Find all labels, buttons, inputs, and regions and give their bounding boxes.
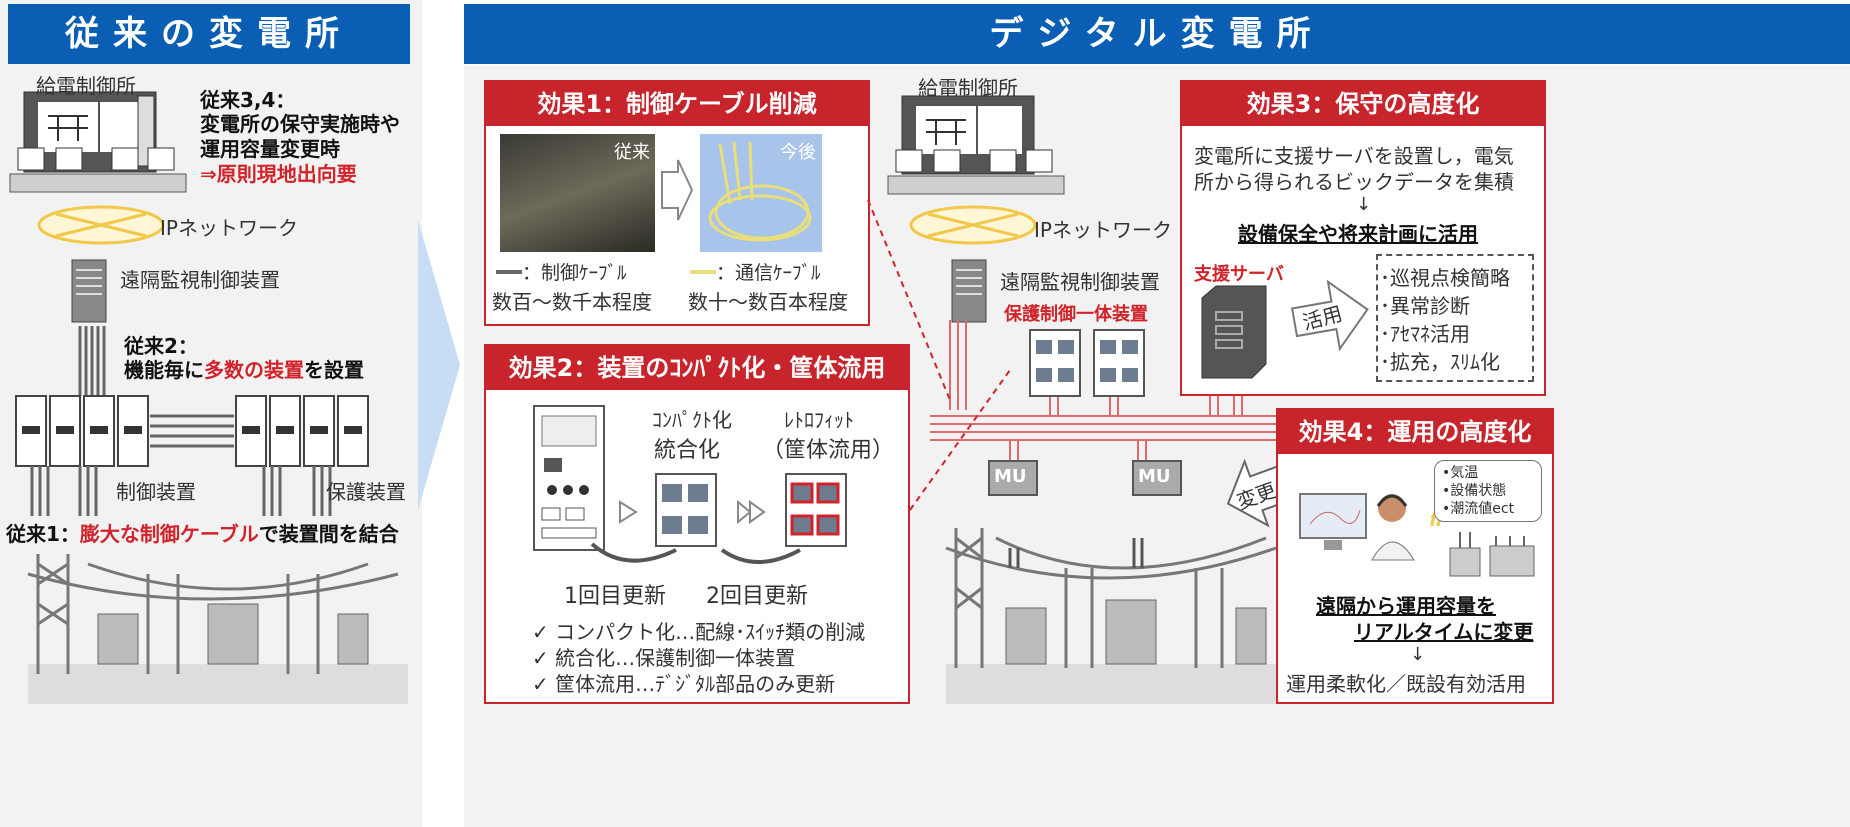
left-panel-title: 従来の変電所 — [8, 4, 410, 64]
effect4-bubble-item-2: •潮流値ect — [1442, 501, 1515, 517]
mu-label-1: MU — [994, 466, 1027, 487]
left-server-icon — [71, 259, 107, 323]
effect2-check2: ✓ 統合化…保護制御一体装置 — [532, 646, 796, 670]
effect2-retrofit-cabinet-icon — [785, 473, 847, 547]
effect2-retrofit-line2: （筐体流用） — [762, 438, 895, 463]
effect3-items-box — [1376, 254, 1534, 382]
right-remote-device-label: 遠隔監視制御装置 — [1000, 270, 1160, 294]
right-panel-title: デジタル変電所 — [464, 4, 1850, 64]
effect1-fiber-cables — [708, 141, 812, 242]
effect3-arrow: ↓ — [1356, 194, 1372, 215]
effect3-desc1: 変電所に支援サーバを設置し，電気 — [1194, 144, 1514, 168]
conv2-text: 機能毎に多数の装置を設置 — [124, 354, 364, 383]
effect1-photo-after-label: 今後 — [780, 142, 816, 163]
effect1-legend2-count: 数十～数百本程度 — [688, 290, 848, 314]
control-center-icon — [9, 91, 187, 193]
operator-workstation-icon — [1299, 493, 1415, 561]
effect2-check3: ✓ 筐体流用…ﾃﾞｼﾞﾀﾙ部品のみ更新 — [532, 672, 836, 696]
effect1-legend1-count: 数百～数千本程度 — [492, 290, 652, 314]
effect1-photo-before-label: 従来 — [614, 142, 650, 163]
left-ip-network-label: IPネットワーク — [160, 216, 298, 240]
effect3-desc2: 所から得られるビックデータを集積 — [1194, 170, 1514, 194]
effect2-step-arrow2 — [737, 499, 766, 525]
field-equipment-icon — [1449, 532, 1535, 577]
effect2-update2: 2回目更新 — [706, 584, 808, 609]
effect2-check1: ✓ コンパクト化…配線･ｽｲｯﾁ類の削減 — [532, 620, 866, 644]
control-device-label: 制御装置 — [116, 480, 196, 504]
effect2-update1: 1回目更新 — [564, 584, 666, 609]
conv2-title: 従来2： — [124, 334, 198, 358]
right-ip-network-label: IPネットワーク — [1034, 218, 1172, 242]
effect2-compact-line2: 統合化 — [654, 438, 721, 463]
left-device-cabinets — [15, 395, 369, 467]
conv1-suffix: で装置間を結合 — [258, 522, 399, 546]
right-substation-illustration — [945, 528, 1277, 704]
left-ip-network-icon — [37, 205, 165, 245]
protection-device-label: 保護装置 — [326, 480, 406, 504]
effect3-item-1: ･異常診断 — [1380, 294, 1470, 318]
effect2-old-cabinet-icon — [533, 405, 605, 551]
effect1-title: 効果1：制御ケーブル削減 — [486, 82, 868, 126]
conv2-suffix: を設置 — [304, 358, 364, 382]
conv34-line3: ⇒原則現地出向要 — [200, 162, 357, 186]
effect3-item-2: ･ｱｾﾏﾈ活用 — [1380, 322, 1470, 346]
conv1-highlight: 膨大な制御ケーブル — [79, 522, 259, 546]
mu-box-2 — [1132, 460, 1182, 496]
mu-label-2: MU — [1138, 466, 1171, 487]
effect3-result: 設備保全や将来計画に活用 — [1238, 222, 1478, 246]
support-server-icon — [1201, 285, 1267, 379]
left-substation-illustration — [27, 554, 408, 704]
effect4-bubble-item-1: •設備状態 — [1442, 483, 1507, 499]
conv2-highlight: 多数の装置 — [204, 358, 304, 382]
effect1-legend1: ：制御ｹｰﾌﾞﾙ — [522, 262, 627, 284]
conv2-prefix: 機能毎に — [124, 358, 204, 382]
effect4-title: 効果4：運用の高度化 — [1278, 410, 1552, 454]
effect3-use-arrow-icon — [1290, 279, 1369, 352]
effect3-item-3: ･拡充，ｽﾘﾑ化 — [1380, 350, 1500, 374]
conv34-line1: 変電所の保守実施時や — [200, 112, 400, 136]
effect4-result1: 遠隔から運用容量を — [1316, 594, 1496, 618]
effect-connector-dashes — [867, 199, 1011, 511]
effect3-server-label: 支援サーバ — [1194, 264, 1284, 285]
effect2-title: 効果2：装置のｺﾝﾊﾟｸﾄ化・筐体流用 — [486, 346, 908, 390]
effect4-bubble-item-0: •気温 — [1442, 465, 1479, 481]
effect1-legend2-swatch — [690, 270, 716, 274]
effect1-legend1-swatch — [496, 270, 522, 274]
effect1-arrow-icon — [661, 159, 694, 221]
effect1-legend2: ：通信ｹｰﾌﾞﾙ — [716, 262, 821, 284]
effect4-arrow: ↓ — [1410, 644, 1426, 665]
effect2-retrofit-line1: ﾚﾄﾛﾌｨｯﾄ — [784, 408, 854, 432]
effect2-compact-cabinet-icon — [655, 473, 717, 547]
effect3-title: 効果3：保守の高度化 — [1182, 82, 1544, 126]
effect3-item-0: ･巡視点検簡略 — [1380, 266, 1510, 290]
conv34-title: 従来3,4： — [200, 88, 296, 112]
right-server-icon — [951, 259, 987, 323]
conv34-line2: 運用容量変更時 — [200, 137, 340, 161]
effect2-step-arrow1 — [619, 500, 638, 524]
effect1-photo-before — [500, 134, 655, 252]
transition-arrow — [418, 220, 460, 510]
mu-box-1 — [988, 460, 1038, 496]
conv1-prefix: 従来1： — [6, 522, 80, 546]
left-control-center-label: 給電制御所 — [36, 74, 136, 98]
integrated-device-label: 保護制御一体装置 — [1004, 304, 1148, 325]
effect4-result2: リアルタイムに変更 — [1354, 620, 1534, 644]
left-bottom-cables — [30, 466, 332, 516]
right-ip-network-icon — [909, 205, 1037, 245]
left-remote-device-label: 遠隔監視制御装置 — [120, 268, 280, 292]
right-control-center-icon — [887, 95, 1065, 195]
left-control-cables — [78, 326, 106, 396]
integrated-device-icons — [1029, 329, 1145, 397]
conv1-text: 従来1：膨大な制御ケーブルで装置間を結合 — [6, 518, 399, 547]
effect4-final: 運用柔軟化／既設有効活用 — [1286, 672, 1526, 696]
effect4-bubble — [1434, 460, 1542, 522]
effect2-update-curves — [590, 542, 801, 564]
effect2-compact-line1: ｺﾝﾊﾟｸﾄ化 — [652, 408, 732, 432]
